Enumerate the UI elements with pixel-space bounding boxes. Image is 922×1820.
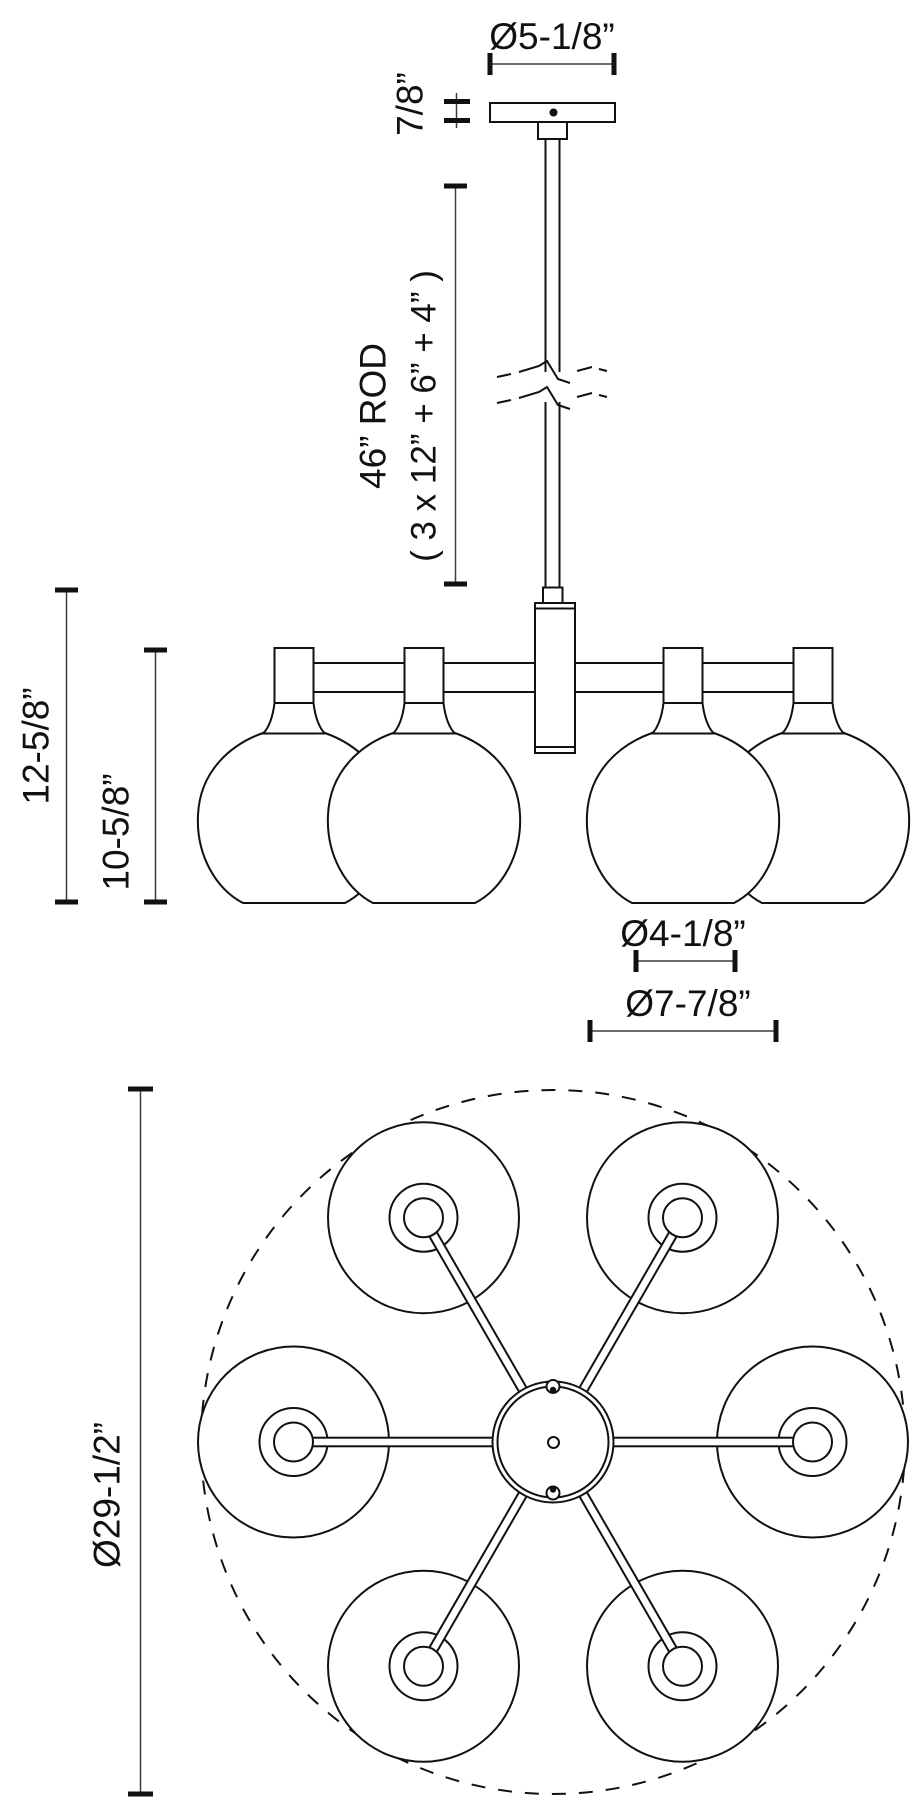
center-hub — [534, 602, 576, 754]
glass-globe-right — [585, 647, 781, 904]
dim-label-glass-height: 10-5/8” — [96, 773, 137, 890]
plan-hub-outer-circle — [491, 1380, 615, 1504]
downrod — [544, 139, 561, 588]
dim-label-glass-diameter: Ø7-7/8” — [625, 983, 750, 1024]
globe-socket — [792, 647, 834, 704]
plan-center-hole — [547, 1436, 560, 1449]
glass-globe-left — [326, 647, 522, 904]
dimension-lines — [65, 63, 776, 1794]
dim-label-rod-breakdown: ( 3 x 12” + 6” + 4” ) — [405, 270, 444, 562]
screw-head — [549, 1386, 557, 1394]
globe-taper — [390, 702, 458, 735]
plan-socket-circle — [403, 1645, 444, 1687]
hanger-collar — [542, 586, 564, 604]
globe-socket — [273, 647, 315, 704]
break-line — [496, 359, 608, 384]
canopy-neck — [537, 121, 568, 140]
plan-arm — [595, 1436, 795, 1448]
plan-globe-ring — [647, 1631, 718, 1702]
plan-screw-top — [545, 1379, 561, 1394]
globe-socket — [403, 647, 445, 704]
globe-glass — [585, 732, 781, 904]
globe-taper — [779, 702, 847, 735]
dim-label-fixture-diameter: Ø29-1/2” — [87, 1422, 128, 1568]
plan-globe-ring — [647, 1182, 718, 1253]
dimension-labels: Ø5-1/8” 7/8” 46” ROD ( 3 x 12” + 6” + 4”… — [16, 16, 751, 1568]
canopy-screw — [549, 108, 558, 117]
plan-globe-ring — [388, 1631, 459, 1702]
plan-socket-circle — [662, 1645, 703, 1687]
globe-taper — [260, 702, 328, 735]
plan-arm — [311, 1436, 511, 1448]
dim-label-glass-opening: Ø4-1/8” — [620, 913, 745, 954]
plan-arms — [311, 1229, 795, 1655]
globe-socket — [662, 647, 704, 704]
hub-body — [534, 602, 576, 754]
plan-center-hub — [491, 1379, 615, 1504]
plan-socket-circle — [662, 1197, 703, 1239]
rod-break-symbol — [496, 359, 608, 410]
plan-screw-bottom — [545, 1485, 561, 1501]
globe-glass — [326, 732, 522, 904]
globe-taper — [649, 702, 717, 735]
plan-view — [197, 1089, 909, 1795]
dim-label-canopy-diameter: Ø5-1/8” — [489, 16, 614, 57]
screw-head — [549, 1486, 557, 1493]
plan-socket-circle — [273, 1421, 314, 1463]
dim-label-canopy-height: 7/8” — [390, 72, 431, 136]
dim-label-fixture-height: 12-5/8” — [16, 687, 57, 804]
plan-socket-circle — [792, 1421, 833, 1463]
plan-globe-ring — [388, 1182, 459, 1253]
plan-socket-circle — [403, 1197, 444, 1239]
dimension-ticks — [55, 53, 779, 1797]
elevation-view — [196, 102, 911, 904]
dim-label-rod-length: 46” ROD — [353, 343, 394, 489]
break-line — [496, 385, 608, 410]
